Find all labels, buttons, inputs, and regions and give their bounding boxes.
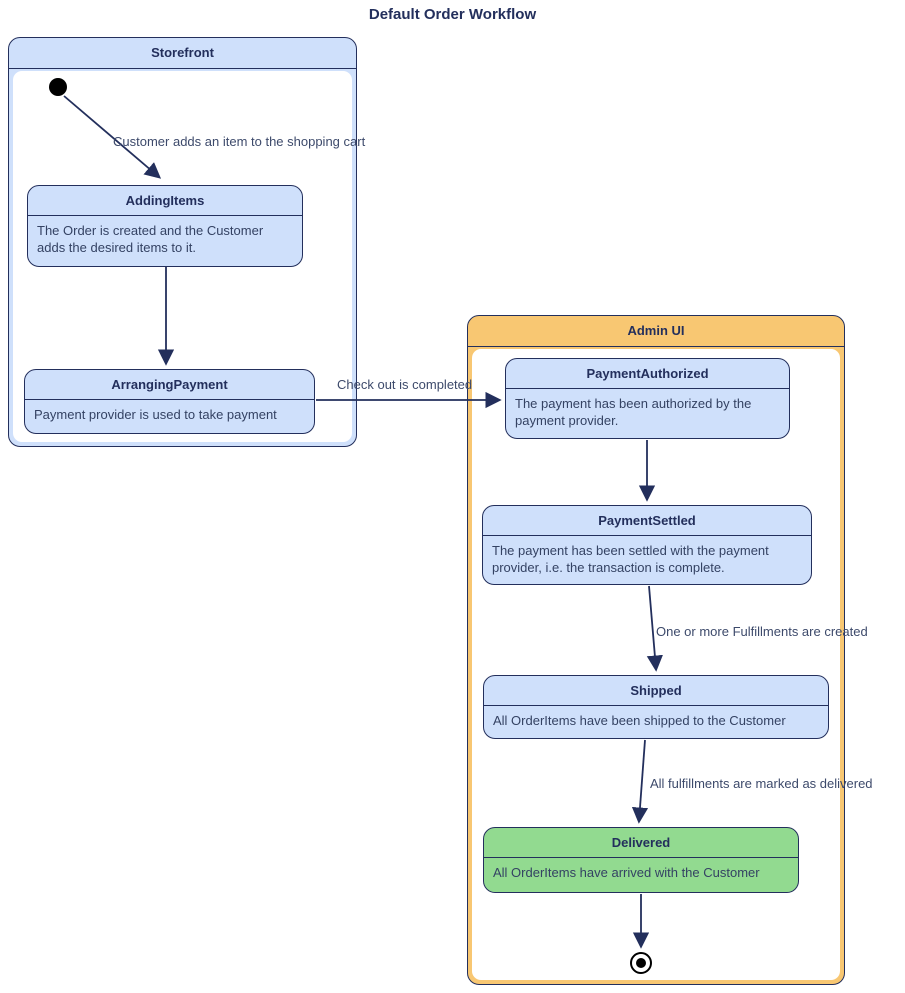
state-arranging-payment-title: ArrangingPayment — [25, 370, 314, 400]
diagram-title: Default Order Workflow — [368, 6, 537, 23]
transition-label-checkout-completed: Check out is completed — [337, 377, 473, 392]
state-adding-items-description: The Order is created and the Customer ad… — [37, 223, 264, 255]
initial-state-icon — [49, 78, 67, 96]
state-delivered-title: Delivered — [484, 828, 798, 858]
container-admin-ui-header: Admin UI — [468, 316, 844, 347]
transition-label-marked-delivered: All fulfillments are marked as delivered — [650, 776, 873, 791]
state-payment-settled-description: The payment has been settled with the pa… — [492, 543, 769, 575]
state-arranging-payment-description: Payment provider is used to take payment — [34, 407, 277, 422]
state-payment-authorized-description: The payment has been authorized by the p… — [515, 396, 752, 428]
transition-label-customer-adds-item: Customer adds an item to the shopping ca… — [113, 134, 366, 149]
state-payment-settled-title: PaymentSettled — [483, 506, 811, 536]
state-delivered: Delivered All OrderItems have arrived wi… — [483, 827, 799, 893]
state-shipped: Shipped All OrderItems have been shipped… — [483, 675, 829, 739]
final-state-dot-icon — [636, 958, 646, 968]
state-adding-items-title: AddingItems — [28, 186, 302, 216]
state-payment-authorized: PaymentAuthorized The payment has been a… — [505, 358, 790, 439]
state-adding-items: AddingItems The Order is created and the… — [27, 185, 303, 267]
state-shipped-description: All OrderItems have been shipped to the … — [493, 713, 786, 728]
state-shipped-title: Shipped — [484, 676, 828, 706]
state-payment-settled: PaymentSettled The payment has been sett… — [482, 505, 812, 585]
final-state-icon — [630, 952, 652, 974]
state-arranging-payment: ArrangingPayment Payment provider is use… — [24, 369, 315, 434]
container-storefront-header: Storefront — [9, 38, 356, 69]
transition-label-fulfillments-created: One or more Fulfillments are created — [656, 624, 868, 639]
state-delivered-description: All OrderItems have arrived with the Cus… — [493, 865, 760, 880]
state-payment-authorized-title: PaymentAuthorized — [506, 359, 789, 389]
